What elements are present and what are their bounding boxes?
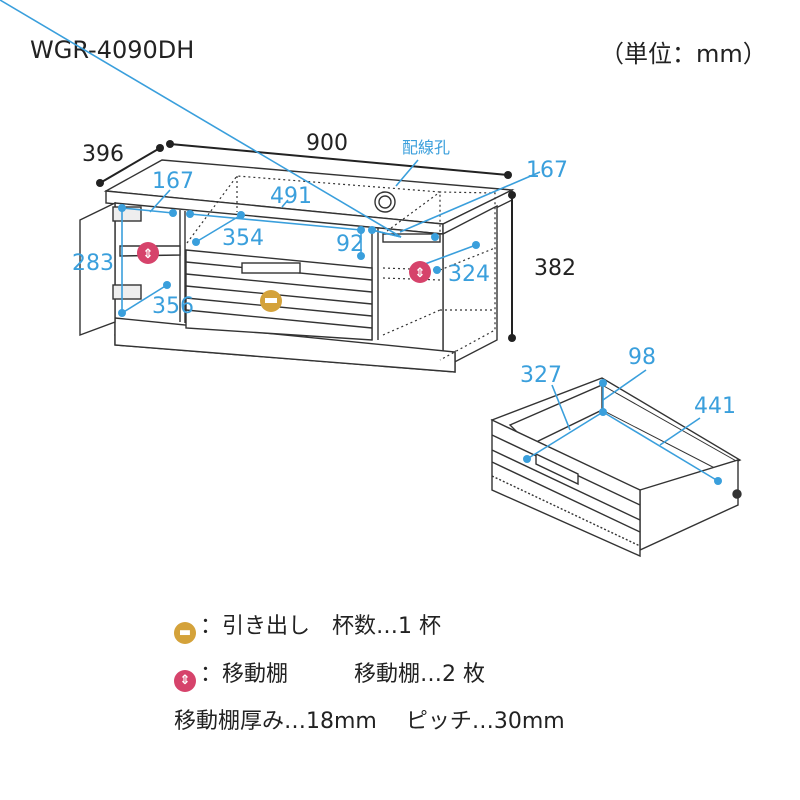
right-inner-depth-label: 167 [526, 158, 568, 183]
drawer-height-label: 98 [628, 345, 656, 370]
cable-hole-label: 配線孔 [402, 138, 450, 157]
legend-shelf-text: ：移動棚 移動棚…2 枚 [200, 662, 485, 687]
unit-label: （単位：mm） [600, 40, 767, 68]
outer-dimension-lines [99, 143, 513, 338]
drawer-icon: ▬ [174, 622, 196, 644]
legend-shelf: ⇕：移動棚 移動棚…2 枚 [174, 656, 485, 692]
center-width-label: 491 [270, 184, 312, 209]
drawer-drawing [490, 369, 742, 558]
movable-shelf-icon [409, 261, 431, 283]
legend-shelf-note: 移動棚厚み…18mm ピッチ…30mm [174, 709, 565, 734]
right-shelf-depth-label: 324 [448, 262, 490, 287]
inner-dimension-lines [0, 0, 541, 314]
depth-label: 396 [82, 142, 124, 167]
model-number: WGR-4090DH [30, 36, 195, 64]
cabinet-drawing: ⇕ ⇕ [0, 0, 742, 558]
center-depth-label: 354 [222, 226, 264, 251]
legend-drawer-text: ：引き出し 杯数…1 杯 [200, 614, 441, 639]
svg-text:⇕: ⇕ [415, 266, 426, 281]
width-label: 900 [306, 131, 348, 156]
center-height-label: 92 [336, 232, 364, 257]
hinge-icon [112, 284, 142, 300]
drawer-width-label: 441 [694, 394, 736, 419]
cable-hole-icon [374, 191, 396, 213]
movable-shelf-icon [137, 242, 159, 264]
movable-shelf-icon: ⇕ [174, 670, 196, 692]
drawer-handle [241, 262, 301, 274]
svg-text:⇕: ⇕ [143, 247, 154, 262]
legend-drawer: ▬：引き出し 杯数…1 杯 [174, 608, 441, 644]
left-shelf-depth-label: 356 [152, 294, 194, 319]
drawer-depth-label: 327 [520, 363, 562, 388]
height-label: 382 [534, 256, 576, 281]
left-inner-depth-label: 167 [152, 169, 194, 194]
left-inner-height-label: 283 [72, 251, 114, 276]
